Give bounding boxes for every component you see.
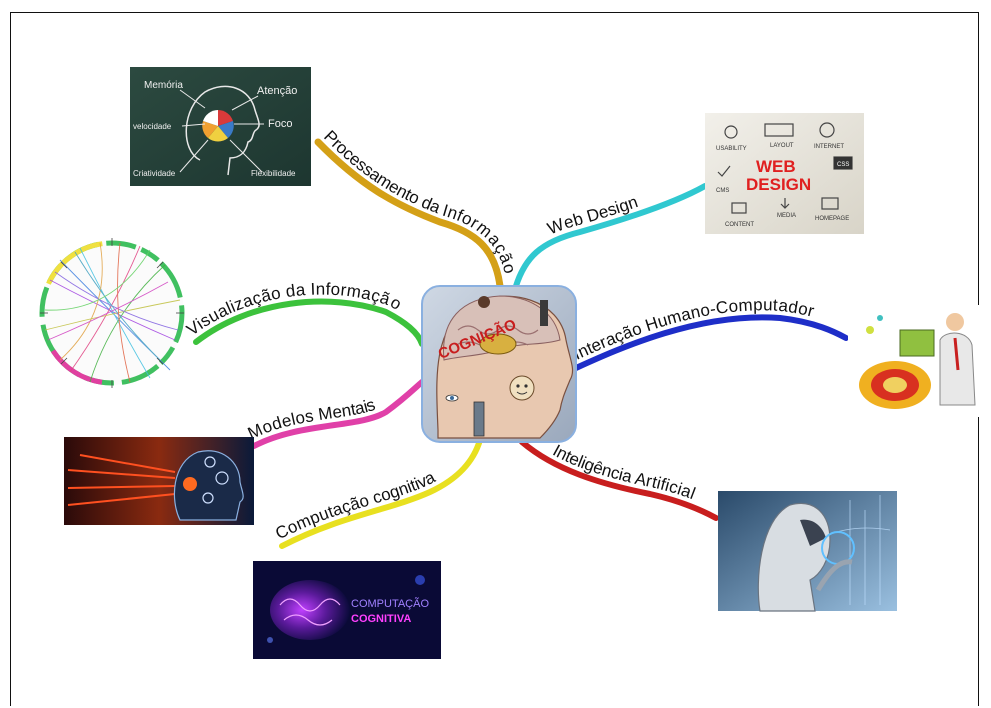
monitor-icon	[821, 197, 839, 210]
chalk-atencao: Atenção	[257, 85, 297, 97]
head-outline-icon	[185, 85, 260, 176]
head-icon	[173, 450, 244, 521]
layout-icon	[764, 123, 794, 137]
web-title-line2: DESIGN	[746, 175, 811, 194]
image-ia[interactable]	[718, 491, 897, 612]
image-processamento[interactable]: Memória Atenção Foco velocidade Criativi…	[130, 67, 311, 186]
monitor-icon	[899, 329, 935, 357]
branch-line-interacao	[573, 314, 849, 371]
branch-label-computacao: Computação cognitiva	[272, 467, 438, 543]
web-internet: INTERNET	[814, 144, 844, 150]
check-icon	[717, 165, 731, 177]
web-css-label: CSS	[837, 162, 849, 168]
branch-line-computacao	[279, 437, 483, 549]
web-homepage: HOMEPAGE	[815, 216, 849, 222]
web-layout: LAYOUT	[770, 143, 794, 149]
person-head	[946, 313, 964, 331]
web-title-line1: WEB	[756, 157, 796, 176]
chalk-criatividade: Criatividade	[133, 169, 176, 178]
usability-icon	[724, 125, 738, 139]
computacao-line2: COGNITIVA	[351, 613, 411, 625]
chalk-velocidade: velocidade	[133, 122, 172, 131]
bottle-icon	[473, 401, 485, 437]
folder-icon	[731, 202, 747, 214]
web-media: MEDIA	[777, 213, 796, 219]
image-modelos[interactable]	[64, 437, 254, 525]
center-image[interactable]: COGNIÇÃO	[421, 285, 577, 443]
chalk-foco: Foco	[268, 118, 292, 130]
web-content: CONTENT	[725, 222, 754, 228]
robot-arm	[815, 559, 853, 592]
chalk-memoria: Memória	[144, 80, 183, 91]
image-webdesign[interactable]: USABILITY LAYOUT INTERNET CMS CSS MEDIA …	[705, 113, 864, 234]
bottle-top-icon	[540, 300, 548, 326]
image-interacao[interactable]	[848, 305, 986, 417]
brain-icon	[270, 580, 350, 640]
branch-lines	[193, 138, 849, 549]
globe-icon	[819, 122, 835, 138]
image-computacao[interactable]: COMPUTAÇÃO COGNITIVA	[253, 561, 441, 659]
computacao-line1: COMPUTAÇÃO	[351, 597, 429, 610]
branch-line-processamento	[314, 138, 504, 290]
portrait-icon	[478, 296, 490, 308]
shell-icon	[479, 333, 517, 355]
face-icon	[509, 375, 535, 401]
arrows-icon	[67, 454, 176, 506]
web-cms: CMS	[716, 188, 729, 194]
download-icon	[780, 198, 790, 209]
branch-line-modelos	[251, 379, 425, 449]
web-usability: USABILITY	[716, 146, 747, 152]
core-icon	[183, 477, 197, 491]
pie-icon	[202, 110, 234, 142]
chalk-flexibilidade: Flexibilidade	[251, 169, 296, 178]
image-visualizacao[interactable]	[39, 238, 185, 388]
branch-line-ia	[519, 439, 719, 521]
branch-line-webdesign	[513, 183, 708, 289]
branch-line-visualizacao	[193, 298, 425, 347]
chord-lines	[44, 242, 181, 383]
